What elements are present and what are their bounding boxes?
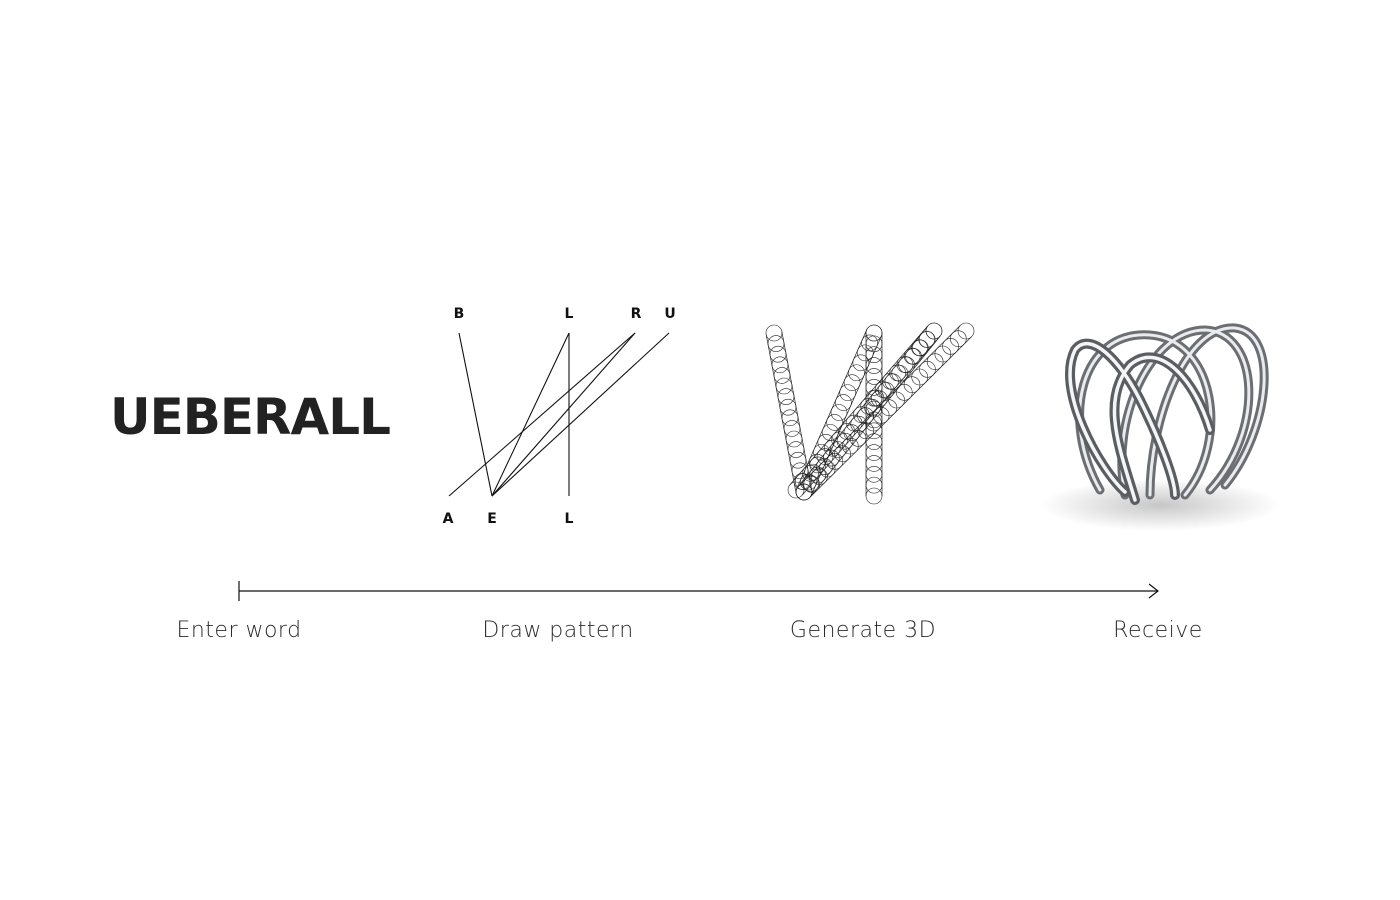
wire-ring [777, 388, 795, 405]
wire-ring [912, 339, 929, 357]
wire-ring [816, 458, 833, 475]
wire-ring [787, 481, 805, 499]
pattern-letter-bottom-3: L [565, 511, 574, 527]
wire-ring [830, 404, 848, 421]
wire-ring [836, 432, 854, 450]
wire-edge [809, 336, 972, 498]
wire-ring [839, 384, 857, 401]
wire-ring [865, 455, 883, 472]
pattern-line [448, 332, 636, 497]
wire-ring [925, 322, 943, 340]
wire-ring [848, 364, 865, 382]
wire-ring [794, 473, 812, 490]
step-label-enter-word: Enter word [176, 618, 302, 643]
wire-ring [809, 456, 827, 474]
entered-word: UEBERALL [110, 388, 391, 446]
wire-ring [787, 441, 805, 458]
wire-ring [767, 335, 785, 352]
wire-ring [865, 335, 883, 353]
wire-edge [798, 325, 961, 487]
step-label-draw-pattern: Draw pattern [482, 618, 634, 643]
pattern-line [491, 332, 570, 497]
pattern-letter-bottom-1: A [443, 511, 454, 527]
wire-ring [865, 465, 883, 483]
wire-ring [791, 462, 809, 480]
wire-ring [781, 409, 799, 427]
wire-edge [781, 331, 813, 491]
wire-ring [865, 346, 883, 364]
wire-ring [823, 449, 840, 467]
wire-ring [813, 443, 830, 461]
wire-ring [850, 415, 868, 433]
wire-ring [831, 431, 848, 449]
pattern-letter-top-4: U [664, 306, 675, 322]
wire-ring [785, 430, 803, 448]
wire-ring [852, 354, 870, 372]
wire-ring [771, 356, 789, 374]
pattern-line [491, 332, 670, 497]
wire-ring [835, 394, 852, 411]
wire-ring [865, 400, 883, 418]
wire-ring [775, 377, 793, 395]
wire-ring [802, 475, 820, 492]
pattern-letter-top-2: L [565, 306, 574, 322]
wire-ring [918, 331, 936, 348]
wire-ring [816, 448, 834, 465]
wire-ring [865, 368, 883, 385]
ring-highlight [1148, 326, 1266, 497]
wire-ring [865, 324, 883, 342]
wire-ring [865, 422, 883, 440]
wire-ring [865, 487, 883, 505]
ring-highlight [1120, 328, 1251, 497]
wire-ring [802, 464, 819, 482]
wire-ring [884, 373, 902, 391]
wire-ring [789, 451, 807, 469]
ring-bands [1065, 323, 1269, 505]
wire-ring [877, 382, 895, 399]
wire-ring [905, 348, 922, 365]
wire-ring [861, 334, 878, 352]
wire-ring [779, 398, 797, 416]
wire-ring [865, 444, 883, 461]
wire-ring [865, 357, 883, 374]
wire-ring [783, 420, 801, 437]
wire-edge [765, 334, 797, 494]
ring-highlight [1112, 355, 1212, 502]
wire-ring [856, 344, 874, 362]
wire-ring [765, 324, 783, 342]
timeline-arrowhead [1148, 583, 1159, 599]
wire-ring [843, 424, 861, 441]
pattern-line [458, 332, 493, 497]
wire-ring [870, 390, 888, 408]
wire-ring [843, 374, 861, 391]
wire-ring [769, 345, 787, 363]
ring-highlight [1068, 342, 1177, 497]
step-label-generate-3d: Generate 3D [789, 618, 937, 643]
wire-ring [829, 441, 847, 458]
pattern-letter-top-1: B [454, 306, 465, 322]
wire-ring [773, 367, 791, 384]
pattern-line [491, 332, 636, 497]
pattern-letter-bottom-2: E [487, 511, 497, 527]
wire-ring [826, 414, 843, 431]
wire-ring [865, 476, 883, 494]
wire-ring [865, 379, 883, 396]
wire-ring [824, 439, 841, 457]
pattern-letter-top-3: R [631, 306, 642, 322]
wire-ring [957, 322, 975, 340]
pattern-lines [448, 332, 670, 497]
wire-ring [891, 365, 909, 382]
wire-ring [898, 356, 915, 374]
step-label-receive: Receive [1113, 618, 1203, 643]
